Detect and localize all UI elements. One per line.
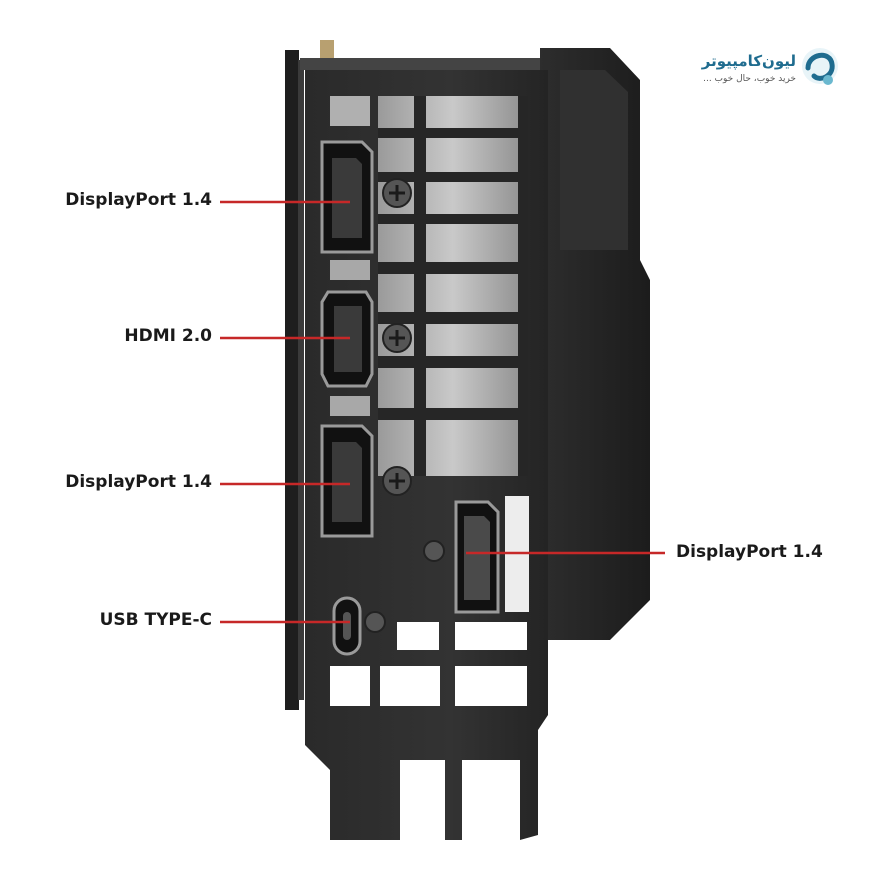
brand-logo-icon — [802, 48, 838, 85]
displayport-middle-connector — [320, 424, 374, 538]
displayport-right-connector — [454, 500, 500, 614]
brand-name: لیون‌کامپیوتر — [701, 52, 796, 70]
label-usb-type-c: USB TYPE-C — [99, 610, 212, 630]
vent-holes — [330, 496, 529, 706]
brand-tagline: خرید خوب، حال خوب ... — [703, 74, 796, 84]
displayport-top-connector — [320, 140, 374, 254]
pcb-edge — [285, 50, 299, 710]
label-hdmi: HDMI 2.0 — [124, 326, 212, 346]
leader-lines — [220, 200, 665, 624]
usb-c-connector — [332, 596, 362, 656]
brand-watermark: لیون‌کامپیوتر خرید خوب، حال خوب ... — [700, 46, 850, 96]
label-displayport-top: DisplayPort 1.4 — [65, 190, 212, 210]
label-displayport-middle: DisplayPort 1.4 — [65, 472, 212, 492]
label-displayport-right: DisplayPort 1.4 — [676, 542, 823, 562]
